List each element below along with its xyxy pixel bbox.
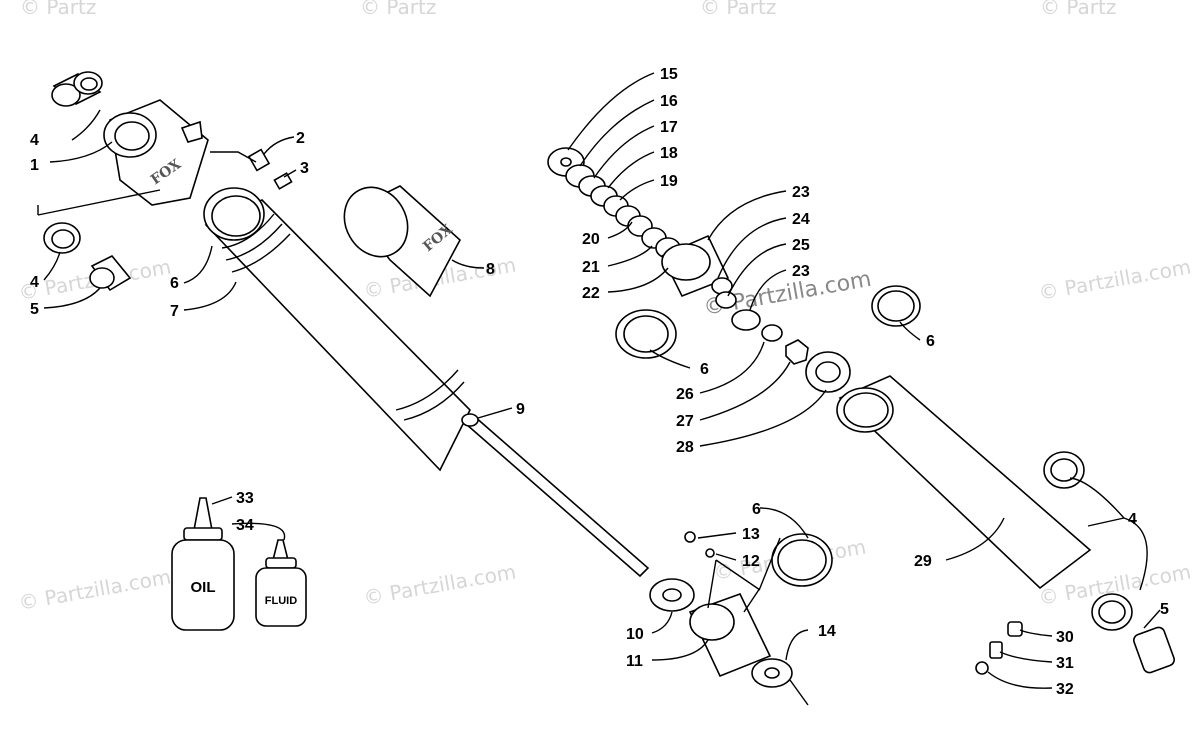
part-label: 34 <box>236 517 254 534</box>
seal-ring-inner <box>623 315 669 353</box>
part-label: 2 <box>296 130 305 147</box>
part-label: 26 <box>676 386 694 403</box>
lower-piston <box>649 578 772 678</box>
piston-shaft <box>461 413 650 578</box>
part-label: 32 <box>1056 681 1074 698</box>
fluid-bottle: FLUID <box>255 539 307 627</box>
valve-fitting <box>247 148 293 190</box>
reservoir-body <box>836 375 1092 590</box>
part-label: 18 <box>660 145 678 162</box>
washer-hole <box>764 667 780 679</box>
part-label: 23 <box>792 263 810 280</box>
watermark: © Partzilla.com <box>17 564 173 614</box>
part-label: 17 <box>660 119 678 136</box>
part-label: 14 <box>818 623 836 640</box>
bushing-lower-left <box>43 222 132 292</box>
part-label: 4 <box>30 132 39 149</box>
shock-body-left <box>203 187 471 472</box>
part-label: 16 <box>660 93 678 110</box>
part-label: 29 <box>914 553 932 570</box>
spacer-right <box>1133 626 1175 674</box>
part-label: 30 <box>1056 629 1074 646</box>
part-label: 6 <box>926 333 935 350</box>
part-label: 33 <box>236 490 254 507</box>
fluid-label: FLUID <box>265 595 297 607</box>
part-label: 4 <box>1128 511 1137 528</box>
part-label: 13 <box>742 526 760 543</box>
part-label: 9 <box>516 401 525 418</box>
part-label: 3 <box>300 160 309 177</box>
oil-bottle: OIL <box>171 497 235 631</box>
bushing-top-left <box>51 71 103 107</box>
part-label: 15 <box>660 66 678 83</box>
leader-lines <box>37 72 1161 706</box>
part-label: 4 <box>30 274 39 291</box>
part-label: 20 <box>582 231 600 248</box>
check-ball <box>705 548 715 558</box>
upper-piston <box>660 234 730 298</box>
watermark: © Partzilla.com <box>1037 254 1193 304</box>
part-label: 1 <box>30 157 39 174</box>
watermark: © Partz <box>20 0 96 19</box>
washer <box>715 291 737 309</box>
valve-spring <box>989 641 1003 659</box>
bushing-hole <box>1050 458 1078 482</box>
part-label: 22 <box>582 285 600 302</box>
part-label: 28 <box>676 439 694 456</box>
part-label: 5 <box>1160 601 1169 618</box>
check-ball <box>684 531 696 543</box>
part-label: 31 <box>1056 655 1074 672</box>
part-label: 10 <box>626 626 644 643</box>
washer <box>731 309 761 331</box>
part-label: 19 <box>660 173 678 190</box>
part-label: 5 <box>30 301 39 318</box>
seal-ring-inner <box>777 539 827 581</box>
part-label: 27 <box>676 413 694 430</box>
shim-stack <box>547 147 681 259</box>
part-label: 6 <box>170 275 179 292</box>
watermark: © Partz <box>700 0 776 19</box>
part-label: 24 <box>792 211 810 228</box>
part-label: 11 <box>626 653 643 670</box>
part-label: 6 <box>752 501 761 518</box>
watermark: © Partz <box>1040 0 1116 19</box>
eyelet-top: FOX <box>103 99 209 206</box>
piston-ring-inner <box>815 361 841 383</box>
part-label: 8 <box>486 261 495 278</box>
part-label: 6 <box>700 361 709 378</box>
lock-nut <box>785 339 809 365</box>
watermark: © Partzilla.com <box>362 559 518 609</box>
washer <box>761 324 783 342</box>
part-label: 12 <box>742 553 760 570</box>
watermark: © Partz <box>360 0 436 19</box>
part-label: 7 <box>170 303 179 320</box>
valve-core <box>1007 621 1023 637</box>
bumper-cap: FOX <box>343 185 462 298</box>
part-label: 25 <box>792 237 810 254</box>
part-label: 23 <box>792 184 810 201</box>
oil-label: OIL <box>191 579 216 596</box>
valve-cap <box>975 661 989 675</box>
bushing-hole <box>1098 600 1126 624</box>
seal-ring-inner <box>877 290 915 322</box>
part-label: 21 <box>582 259 600 276</box>
part-number-labels: 4 1 2 3 4 5 6 7 8 9 33 34 15 16 17 18 19… <box>30 66 1169 698</box>
